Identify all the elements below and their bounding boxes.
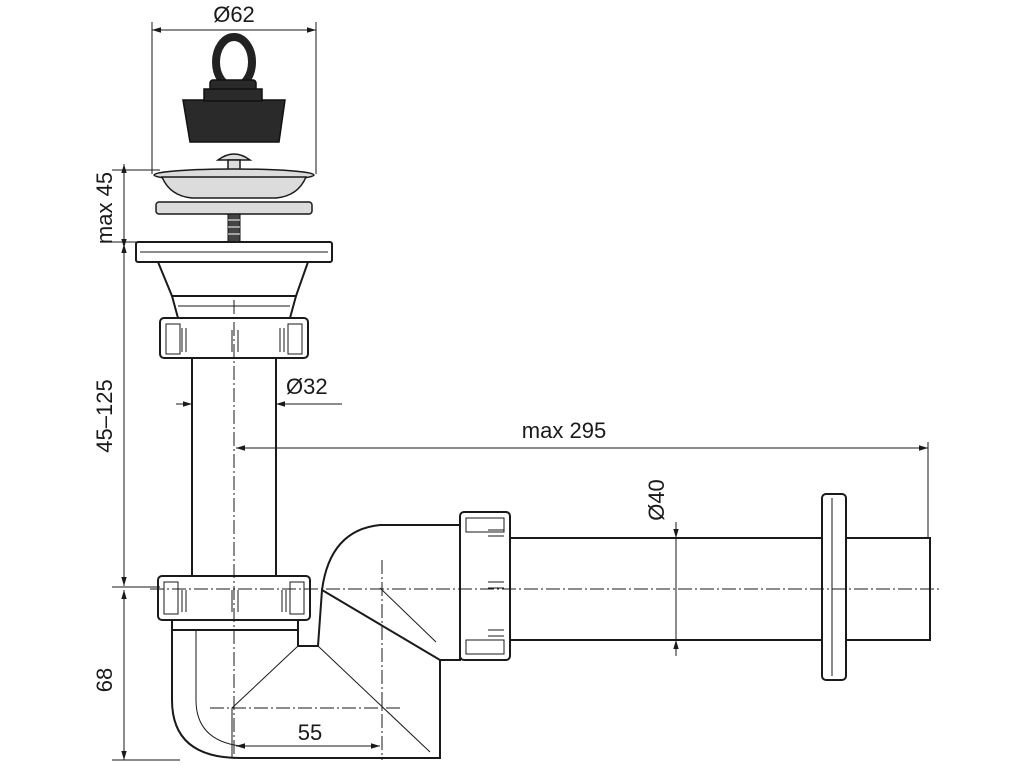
center-lines xyxy=(150,300,940,760)
dim-label-trap-offset: 55 xyxy=(298,720,322,745)
dim-plug-height xyxy=(112,164,160,248)
strainer-cup xyxy=(160,176,308,199)
dim-top-diameter xyxy=(151,22,317,174)
dim-label-pipe-diameter: Ø32 xyxy=(286,374,328,399)
dim-label-height-range: 45–125 xyxy=(92,379,117,452)
strainer-washer xyxy=(155,201,313,215)
wall-rosette xyxy=(821,493,847,681)
dim-horizontal-length xyxy=(236,442,929,538)
outlet-nut xyxy=(459,511,511,661)
dim-label-trap-depth: 68 xyxy=(92,668,117,692)
dim-trap-depth xyxy=(112,590,180,761)
dim-label-top-diameter: Ø62 xyxy=(213,2,255,27)
rubber-plug xyxy=(182,33,286,143)
dim-label-plug-height: max 45 xyxy=(92,172,117,244)
dim-height-range xyxy=(112,244,160,588)
dim-label-outlet-diameter: Ø40 xyxy=(644,479,669,521)
strainer xyxy=(153,153,315,243)
strainer-screw xyxy=(227,213,241,243)
dim-label-horizontal-length: max 295 xyxy=(522,418,606,443)
plug-body xyxy=(182,99,286,143)
